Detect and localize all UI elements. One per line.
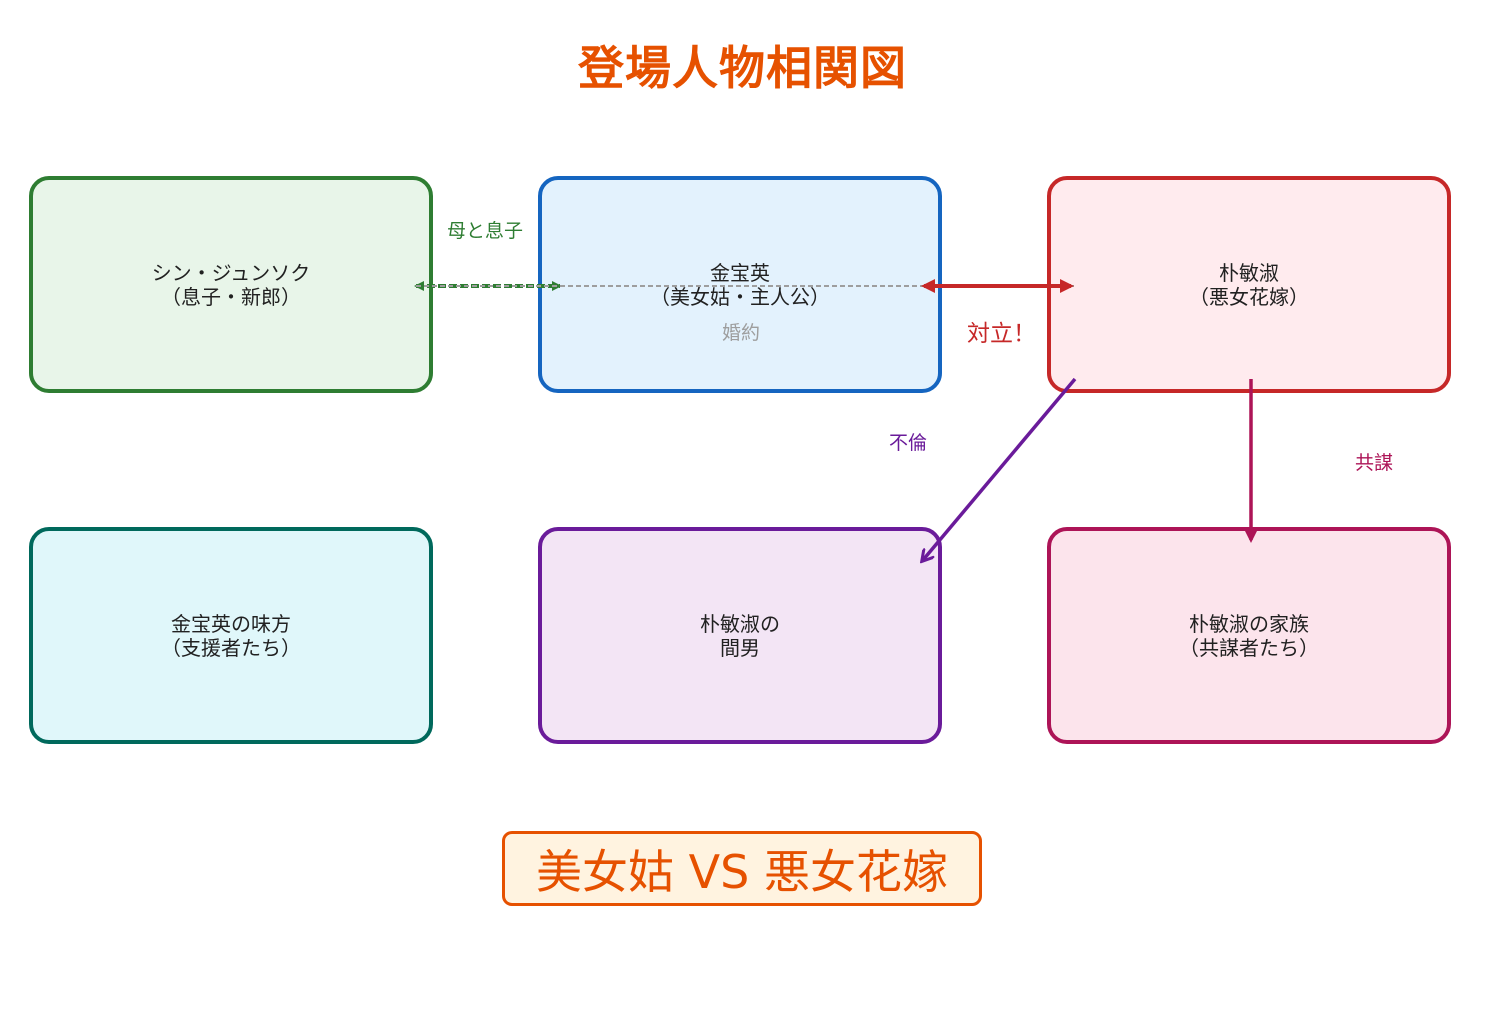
node-park-name: 朴敏淑 [1219,260,1279,285]
edge-label-mother-son: 母と息子 [447,220,524,242]
node-son-role: （息子・新郎） [161,284,301,309]
node-kim-role: （美女姑・主人公） [650,284,830,309]
node-lover-name: 朴敏淑の [700,611,780,636]
node-son-name: シン・ジュンソク [151,260,311,285]
node-allies-role: （支援者たち） [161,635,301,660]
node-lover-role: 間男 [720,635,760,660]
node-park-role: （悪女花嫁） [1189,284,1309,309]
node-family: 朴敏淑の家族 （共謀者たち） [1047,527,1451,744]
node-family-name: 朴敏淑の家族 [1189,611,1309,636]
edge-label-affair: 不倫 [889,432,928,454]
node-kim: 金宝英 （美女姑・主人公） [538,176,942,393]
node-son: シン・ジュンソク （息子・新郎） [29,176,433,393]
node-kim-name: 金宝英 [710,260,770,285]
edge-label-conspiracy: 共謀 [1355,452,1394,474]
node-lover: 朴敏淑の 間男 [538,527,942,744]
edge-label-conflict: 対立！ [967,321,1036,347]
diagram-title: 登場人物相関図 [578,41,907,95]
node-allies: 金宝英の味方 （支援者たち） [29,527,433,744]
node-family-role: （共謀者たち） [1179,635,1319,660]
vs-banner: 美女姑 VS 悪女花嫁 [502,831,982,906]
node-allies-name: 金宝英の味方 [171,611,291,636]
node-park: 朴敏淑 （悪女花嫁） [1047,176,1451,393]
edge-label-engaged: 婚約 [722,322,761,344]
